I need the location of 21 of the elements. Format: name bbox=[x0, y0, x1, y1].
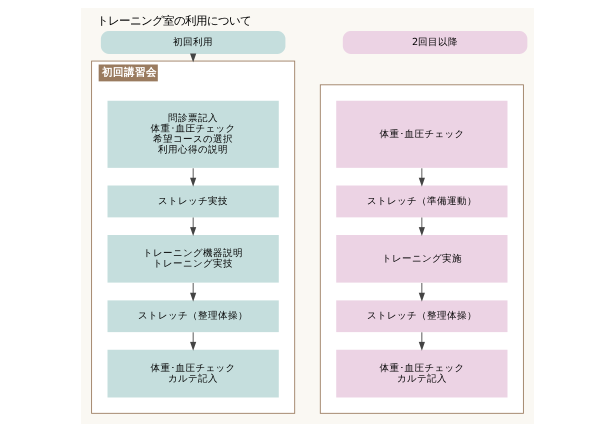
node-box: トレーニング機器説明 トレーニング実技 bbox=[107, 234, 278, 283]
node-box: 体重･血圧チェック カルテ記入 bbox=[336, 350, 507, 398]
arrow bbox=[418, 332, 424, 351]
node-box: ストレッチ実技 bbox=[107, 186, 278, 218]
arrow bbox=[190, 168, 196, 187]
node-box: ストレッチ（整理体操） bbox=[107, 300, 278, 332]
node-box: 問診票記入 体重･血圧チェック 希望コースの選択 利用心得の説明 bbox=[107, 100, 278, 168]
arrow bbox=[190, 282, 196, 302]
node-box: ストレッチ（整理体操） bbox=[336, 300, 507, 332]
diagram-title: トレーニング室の利用について bbox=[96, 13, 251, 28]
cluster bbox=[319, 84, 524, 414]
arrow bbox=[418, 217, 424, 236]
arrow bbox=[190, 332, 196, 351]
node-box: 体重･血圧チェック カルテ記入 bbox=[107, 350, 278, 398]
node-box: ストレッチ（準備運動） bbox=[336, 186, 507, 218]
node-box: 体重･血圧チェック bbox=[336, 100, 507, 168]
arrow bbox=[190, 217, 196, 236]
arrow bbox=[418, 168, 424, 187]
node-box: トレーニング実施 bbox=[336, 234, 507, 283]
node-box: 2回目以降 bbox=[342, 31, 527, 54]
arrow bbox=[418, 282, 424, 302]
